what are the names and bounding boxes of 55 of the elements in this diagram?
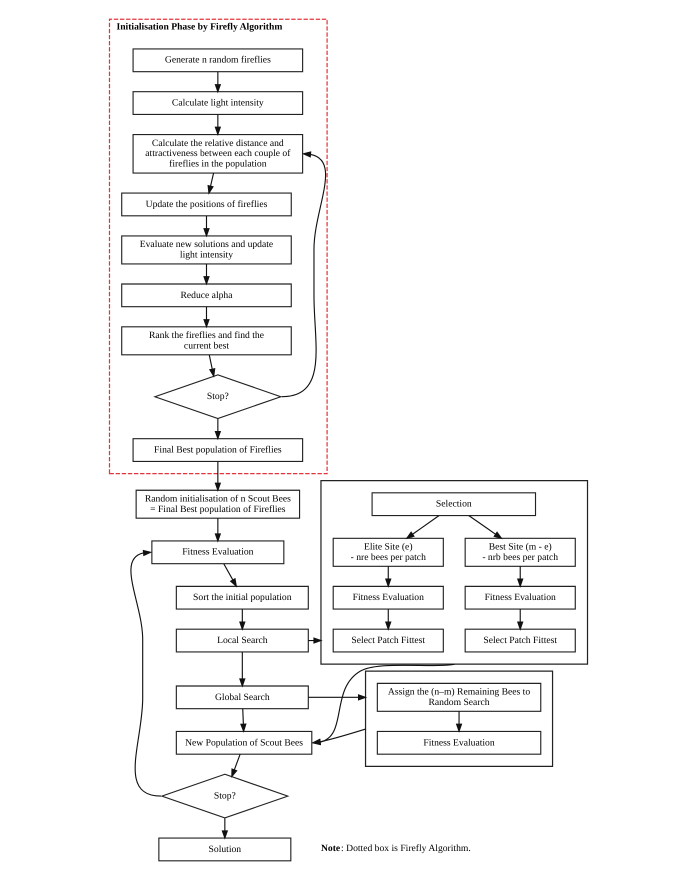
node-box: Fitness Evaluation — [150, 540, 284, 564]
arrow — [214, 72, 221, 94]
arrow — [240, 708, 246, 733]
arrow — [281, 151, 326, 398]
node-box: Calculate the relative distance and attractiveness between each couple of fireflies in the population — [132, 134, 303, 174]
arrow — [384, 609, 391, 631]
node-box: Global Search — [175, 685, 308, 710]
node-box: Rank the fireflies and find the current best — [120, 326, 292, 356]
node-box: Calculate light intensity — [132, 91, 303, 116]
arrow — [222, 563, 237, 588]
arrow — [468, 515, 502, 540]
node-box: New Population of Scout Bees — [175, 730, 312, 755]
node-diamond: Stop? — [160, 774, 289, 819]
node-box: Evaluate new solutions and update light intensity — [120, 235, 292, 264]
node-diamond: Stop? — [152, 374, 282, 420]
arrow — [214, 114, 221, 136]
node-box: Generate n random fireflies — [132, 48, 303, 72]
node-box: Fitness Evaluation — [332, 586, 444, 610]
arrow — [214, 462, 221, 492]
cluster — [364, 670, 553, 768]
arrow — [308, 694, 367, 701]
arrow — [455, 711, 462, 733]
arrow — [130, 550, 161, 797]
node-box: Random initialisation of n Scout Bees = Final Best population of Fireflies — [135, 490, 300, 519]
arrow — [206, 173, 214, 195]
arrow — [202, 306, 210, 328]
arrow — [384, 566, 391, 588]
cluster — [320, 480, 588, 665]
node-box: Solution — [158, 838, 291, 862]
node-box: Best Site (m - e) - nrb bees per patch — [464, 538, 576, 567]
node-box: Update the positions of fireflies — [120, 192, 292, 216]
node-box: Fitness Evaluation — [376, 730, 541, 755]
node-box: Assign the (n–m) Remaining Bees to Random Search — [376, 682, 541, 712]
arrow — [404, 515, 439, 540]
label: Note: Dotted box is Firefly Algorithm. — [320, 842, 470, 854]
arrow — [202, 216, 210, 238]
node-box: Selection — [371, 492, 536, 516]
node-box: Reduce alpha — [120, 283, 292, 308]
arrow — [230, 754, 240, 778]
arrow — [214, 418, 221, 440]
arrow — [202, 264, 210, 286]
arrow — [516, 609, 523, 631]
arrow — [238, 652, 246, 688]
arrow — [516, 566, 523, 588]
node-box: Select Patch Fittest — [332, 628, 444, 652]
node-box: Final Best population of Fireflies — [132, 438, 303, 462]
arrow — [208, 354, 215, 378]
arrow — [238, 609, 246, 631]
node-box: Elite Site (e) - nre bees per patch — [332, 538, 444, 567]
arrow — [221, 818, 228, 840]
node-box: Local Search — [175, 628, 308, 652]
node-box: Sort the initial population — [175, 586, 308, 610]
node-box: Fitness Evaluation — [464, 586, 576, 610]
node-box: Select Patch Fittest — [464, 628, 576, 652]
arrow — [214, 518, 221, 543]
